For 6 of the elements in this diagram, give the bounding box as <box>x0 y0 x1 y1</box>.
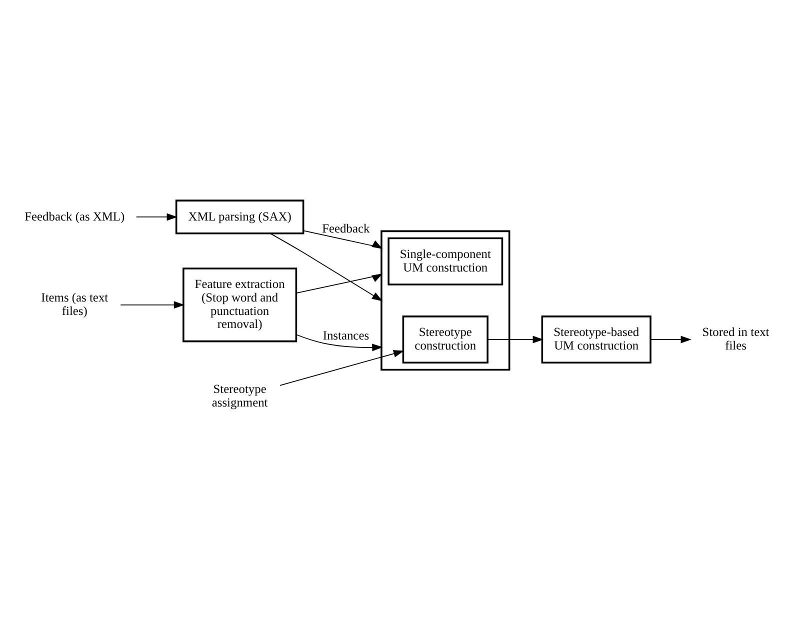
node-text: Stored in text files <box>702 324 770 352</box>
node-text: Stereotype assignment <box>212 381 268 409</box>
node-text: Items (as text files) <box>41 290 108 318</box>
edge-label: Instances <box>322 328 370 342</box>
node-text: Feedback (as XML) <box>24 208 125 223</box>
edge-label: Feedback <box>322 220 370 235</box>
